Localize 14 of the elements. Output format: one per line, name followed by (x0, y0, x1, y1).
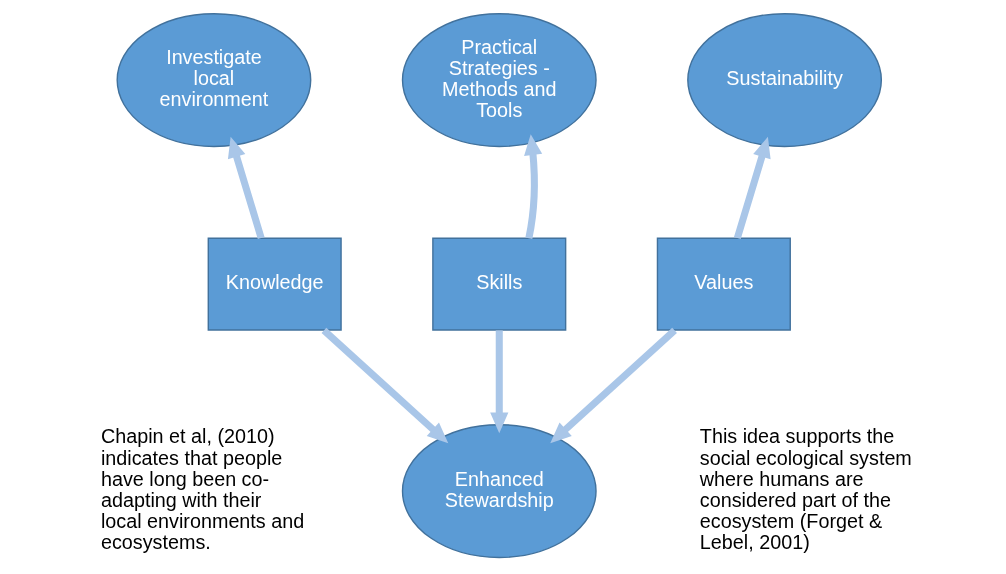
label: Chapin et al, (2010) indicates that people have long been co-adapting with their local environments and ecosystems. (100, 425, 304, 554)
arrow (489, 330, 508, 434)
node-box: Values (656, 237, 791, 331)
label: This idea supports the social ecological system where humans are considered part of the ecosystem (Forget & Lebel, 2001) (699, 425, 912, 554)
node-ellipse: Investigate local environment (116, 13, 311, 148)
node-ellipse: Practical Strategies - Methods and Tools (401, 13, 597, 148)
node-ellipse: Sustainability (686, 13, 882, 148)
arrow (523, 134, 542, 239)
node-box: Knowledge (207, 237, 342, 331)
node-box: Skills (431, 237, 566, 331)
arrow (227, 136, 265, 239)
arrow (549, 327, 677, 444)
arrow (321, 327, 448, 444)
arrow (733, 136, 771, 239)
